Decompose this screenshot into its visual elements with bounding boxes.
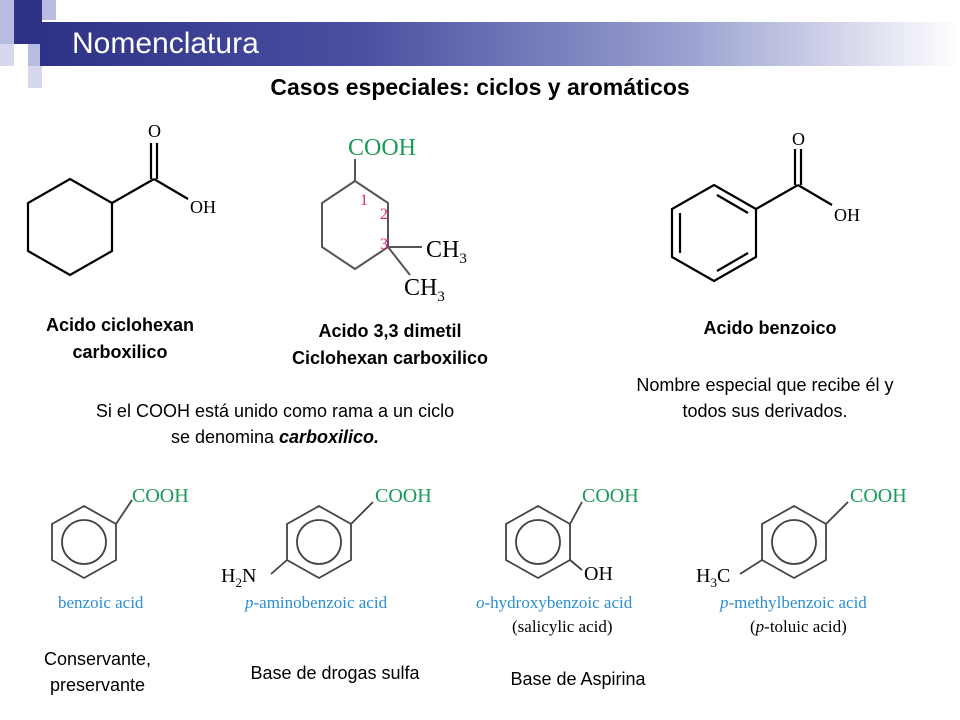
hydroxyl-label: OH	[190, 197, 216, 217]
methyl-label: CH3	[426, 237, 467, 267]
deco-square	[14, 0, 42, 20]
deco-square	[28, 44, 42, 66]
salicylic-acid: COOH OH o-hydroxybenzoic acid (salicylic…	[476, 485, 639, 636]
use-note: Base de drogas sulfa	[250, 663, 420, 683]
molecule-name: Acido 3,3 dimetil Ciclohexan carboxilico	[291, 321, 489, 368]
benzoic-acid-small: COOH benzoic acid	[51, 485, 189, 612]
dimethylcyclohexane-carboxylic-acid-structure: COOH 1 2 3 CH3 CH3	[321, 135, 467, 305]
use-note: Base de Aspirina	[510, 669, 646, 689]
oxygen-label: O	[148, 121, 161, 141]
cooh-label: COOH	[375, 485, 432, 507]
compound-caption: o-hydroxybenzoic acid	[476, 593, 633, 612]
molecule-name: Acido ciclohexan carboxilico	[45, 315, 195, 362]
benzoic-acid-structure: O OH	[670, 129, 860, 283]
carbon-number-2: 2	[380, 206, 388, 223]
cyclohexanecarboxylic-acid-structure: O OH	[26, 121, 216, 277]
carbon-number-3: 3	[380, 236, 388, 253]
amino-label: H2N	[221, 565, 256, 590]
compound-caption: p-methylbenzoic acid	[719, 593, 867, 612]
methyl-label: H3C	[696, 565, 730, 590]
note-right: Nombre especial que recibe él y todos su…	[636, 375, 894, 421]
cooh-label: COOH	[582, 485, 639, 507]
molecule-name: Acido benzoico	[703, 318, 837, 338]
deco-square	[14, 20, 42, 44]
note-left: Si el COOH está unido como rama a un cic…	[95, 401, 455, 447]
hydroxyl-label: OH	[834, 205, 860, 225]
deco-square	[0, 44, 14, 66]
page-title: Nomenclatura	[72, 27, 259, 60]
deco-square	[42, 0, 56, 20]
compound-caption: benzoic acid	[58, 593, 144, 612]
oxygen-label: O	[792, 129, 805, 149]
deco-square	[0, 20, 14, 44]
compound-caption: p-aminobenzoic acid	[244, 593, 388, 612]
hydroxyl-label: OH	[584, 563, 613, 585]
compound-caption-2: (p-toluic acid)	[750, 617, 847, 636]
cooh-label: COOH	[850, 485, 907, 507]
methyl-label: CH3	[404, 275, 445, 305]
compound-caption-2: (salicylic acid)	[512, 617, 613, 636]
deco-square	[28, 66, 42, 88]
cooh-label: COOH	[132, 485, 189, 507]
use-note: Conservante, preservante	[43, 649, 152, 695]
cooh-label: COOH	[348, 135, 416, 161]
title-bar	[40, 22, 960, 66]
carbon-number-1: 1	[360, 192, 368, 209]
p-toluic-acid: COOH H3C p-methylbenzoic acid (p-toluic …	[696, 485, 907, 636]
deco-square	[0, 0, 14, 20]
p-aminobenzoic-acid: COOH H2N p-aminobenzoic acid	[221, 485, 432, 612]
subtitle: Casos especiales: ciclos y aromáticos	[270, 74, 690, 100]
